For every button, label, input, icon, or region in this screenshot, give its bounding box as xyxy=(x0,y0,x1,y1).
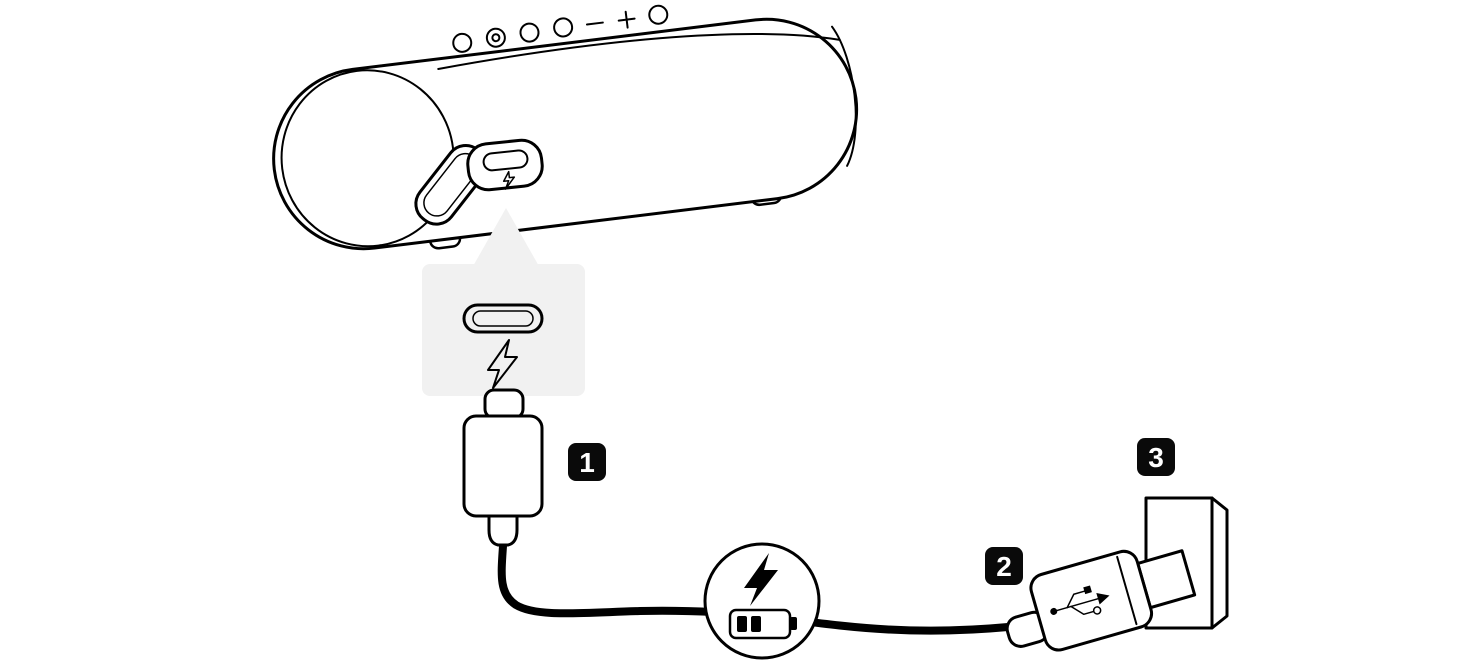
speaker-button-icons xyxy=(452,4,669,53)
callout-box xyxy=(422,264,585,396)
callout xyxy=(422,208,585,396)
charging-indicator-circle xyxy=(703,542,821,660)
usb-trident-icon xyxy=(1050,585,1110,616)
usb-c-port xyxy=(466,138,544,192)
step-label-1: 1 xyxy=(568,443,606,481)
speaker-top-crease xyxy=(437,33,841,70)
charging-bolt-icon xyxy=(744,553,778,606)
step-3-number: 3 xyxy=(1148,442,1164,473)
usb-c-port-icon xyxy=(482,149,529,172)
speaker-body xyxy=(272,17,859,251)
charge-bolt-icon xyxy=(502,170,516,190)
step-label-2: 2 xyxy=(985,547,1023,585)
speaker xyxy=(272,4,859,251)
speaker-endcap-left xyxy=(280,69,455,248)
usb-c-plug-neck xyxy=(487,514,519,547)
callout-pointer xyxy=(472,208,540,268)
usb-c-port-inner xyxy=(472,310,534,327)
battery-icon xyxy=(728,608,797,640)
usb-c-plug-body xyxy=(462,414,544,518)
usb-a-plug xyxy=(1005,549,1197,652)
usb-c-port-housing xyxy=(466,138,544,192)
step-2-number: 2 xyxy=(996,551,1012,582)
charging-indicator xyxy=(703,542,821,660)
wall-outlet-side xyxy=(1210,496,1229,630)
usb-a-plug-bevel xyxy=(1116,555,1138,626)
charging-cable xyxy=(497,542,1012,635)
step-label-3: 3 xyxy=(1137,438,1175,476)
usb-c-plug xyxy=(462,388,544,547)
usb-c-plug-tip xyxy=(483,388,525,420)
usb-c-port-icon xyxy=(462,303,544,334)
step-1-number: 1 xyxy=(579,447,595,478)
charge-bolt-icon xyxy=(487,339,518,389)
